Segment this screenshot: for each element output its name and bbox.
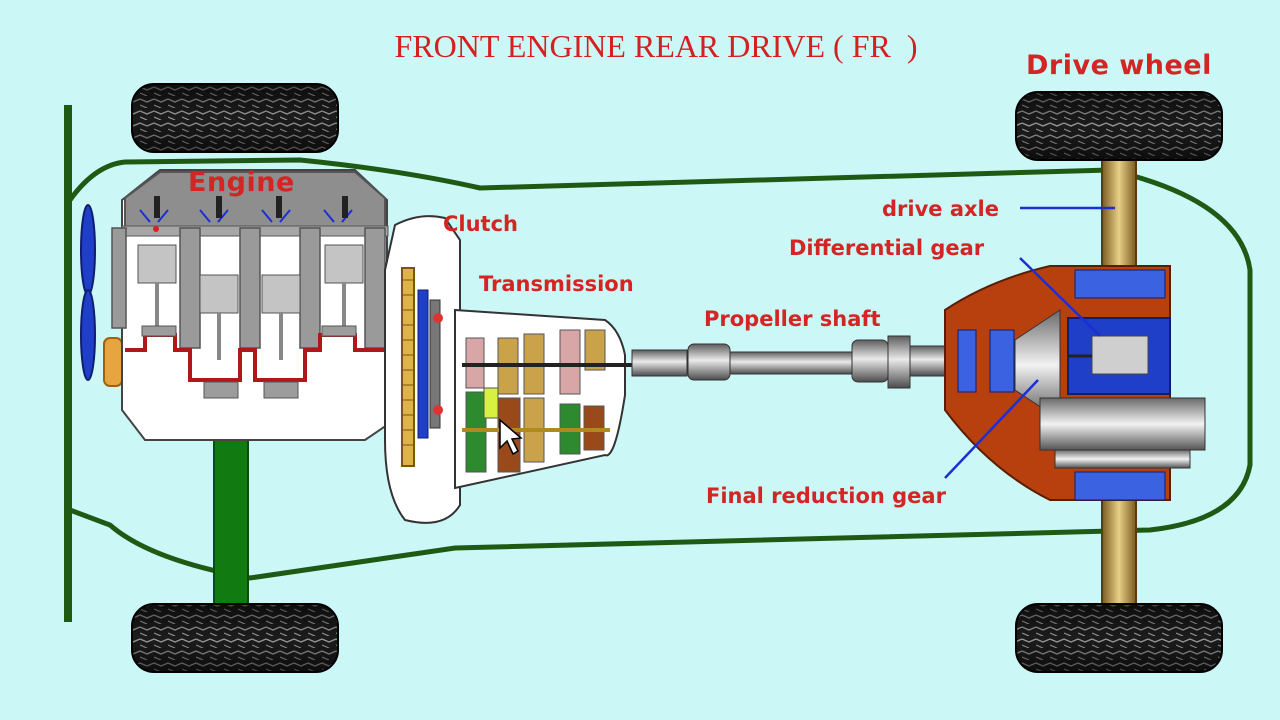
flywheel: [401, 267, 415, 467]
front-axle: [213, 429, 249, 611]
leader-lines: [944, 206, 1115, 479]
axle-bearings: [957, 269, 1166, 501]
clutch-disc: [417, 289, 443, 439]
front-right-tire: [131, 603, 339, 673]
diagram-title: FRONT ENGINE REAR DRIVE ( FR ): [394, 28, 918, 64]
label-propeller-shaft: Propeller shaft: [704, 307, 881, 331]
ring-gear: [1039, 397, 1206, 451]
label-transmission: Transmission: [479, 272, 634, 296]
label-differential-gear: Differential gear: [789, 236, 985, 260]
label-drive-wheel: Drive wheel: [1026, 50, 1212, 81]
label-engine: Engine: [188, 167, 295, 198]
pistons: [137, 244, 364, 360]
valves: [139, 209, 353, 223]
label-drive-axle: drive axle: [882, 197, 999, 221]
radiator-fan: [80, 204, 96, 381]
spark-plugs: [154, 196, 348, 218]
rear-right-tire: [1015, 603, 1223, 673]
rear-left-tire: [1015, 91, 1223, 161]
propeller-shaft: [631, 335, 951, 389]
mouse-cursor-icon: [499, 418, 523, 456]
cylinder-block: [111, 227, 386, 349]
front-left-tire: [131, 83, 339, 153]
final-reduction-gear-leader: [944, 379, 1039, 479]
label-final-reduction-gear: Final reduction gear: [706, 484, 946, 508]
label-clutch: Clutch: [443, 212, 518, 236]
differential-gear-leader: [1019, 257, 1101, 337]
